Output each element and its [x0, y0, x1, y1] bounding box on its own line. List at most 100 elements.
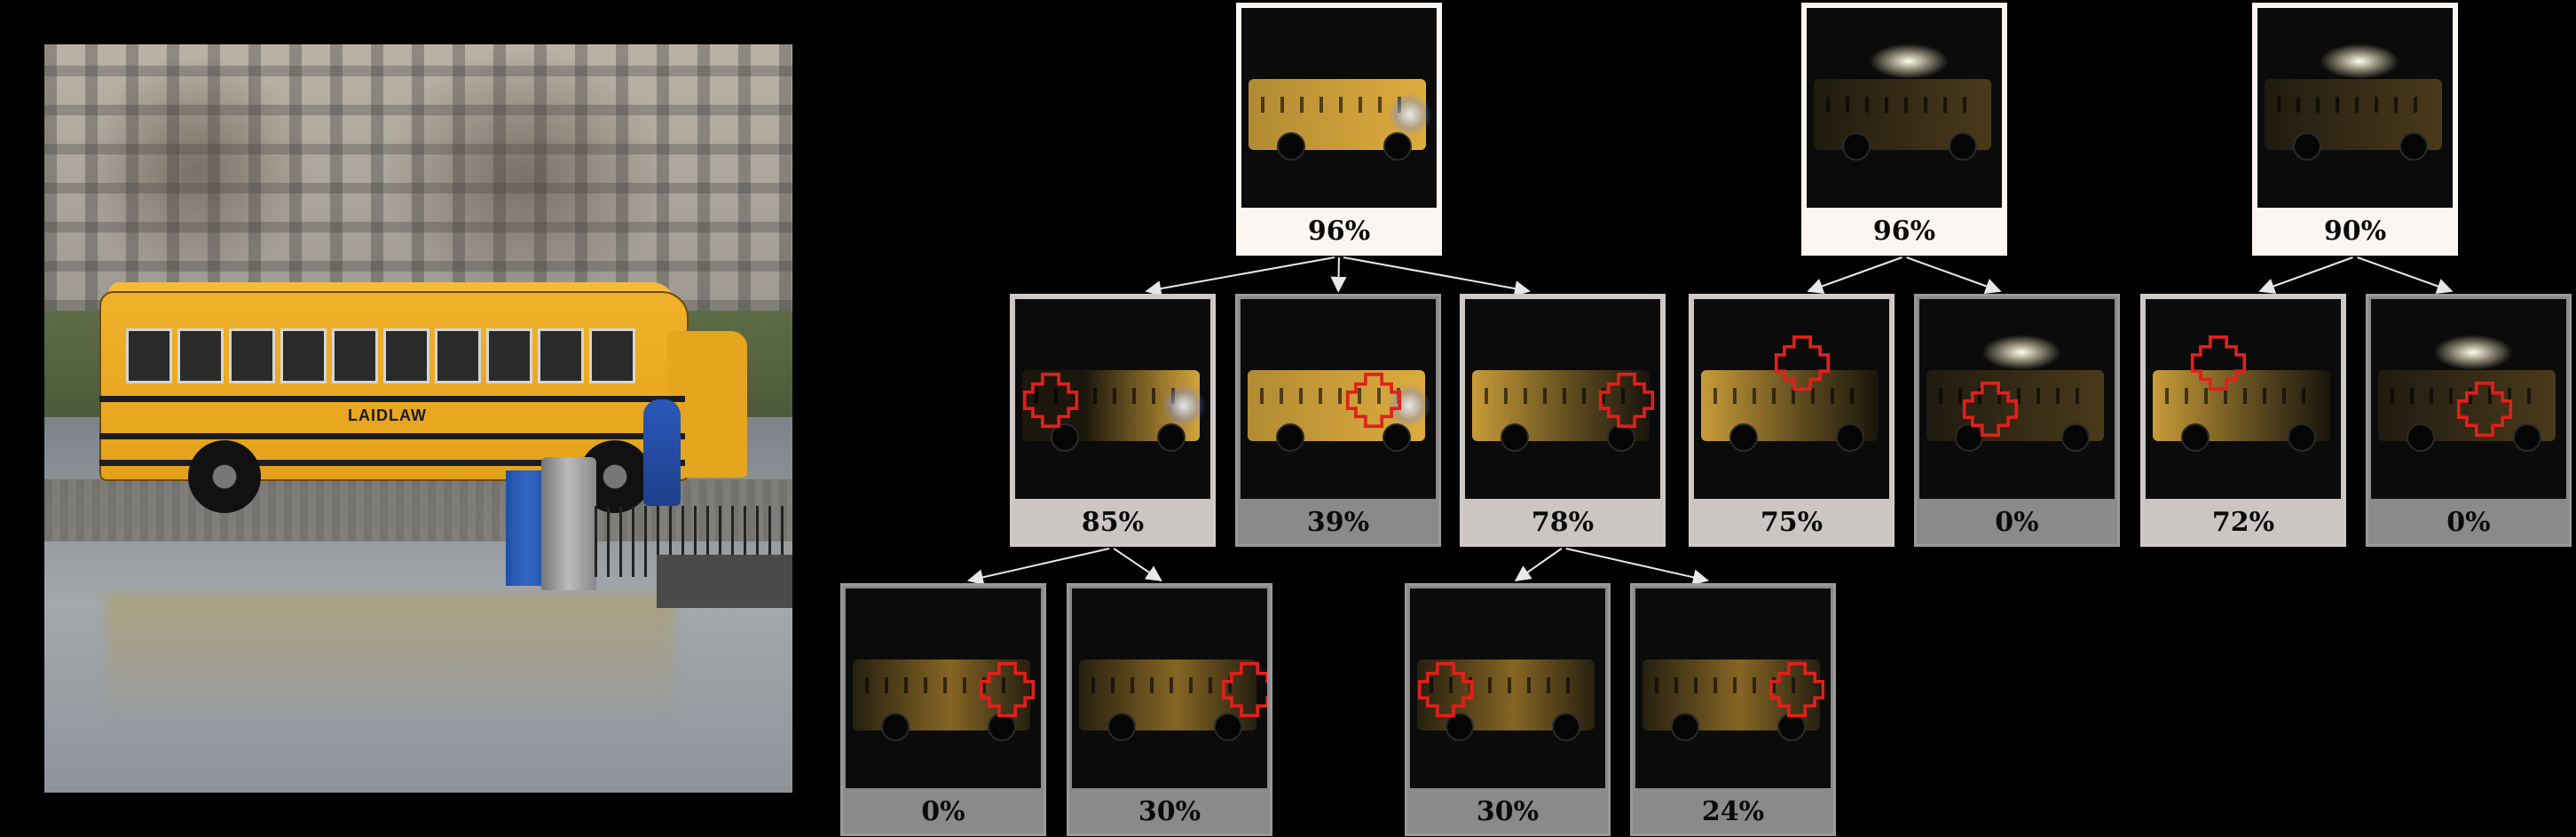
bus-wheel — [1955, 423, 1983, 452]
bus-stripe — [99, 433, 685, 439]
confidence-label: 0% — [1995, 507, 2039, 538]
node-card-c13: 78% — [1460, 294, 1666, 547]
input-photo: LAIDLAW — [44, 44, 792, 793]
masked-thumbnail — [2371, 299, 2566, 499]
bus-reflection — [106, 595, 674, 719]
bus-wheel — [1501, 423, 1529, 452]
bus-window — [280, 328, 327, 383]
edge-r2-c22 — [1906, 257, 2002, 294]
masked-thumbnail — [846, 588, 1041, 788]
confidence-label: 75% — [1760, 507, 1824, 538]
edge-r3-c32 — [2357, 257, 2454, 295]
confidence-label: 39% — [1306, 507, 1370, 538]
trash-can — [541, 457, 596, 590]
occlusion-mask-outline — [1221, 661, 1267, 718]
node-card-r1: 96% — [1236, 3, 1442, 256]
confidence-label: 0% — [921, 796, 965, 827]
bus-wheel — [1949, 132, 1977, 161]
occlusion-mask-outline — [2456, 381, 2513, 438]
confidence-label: 24% — [1701, 796, 1765, 827]
edge-r3-c31 — [2258, 257, 2353, 294]
bus-window — [435, 328, 481, 383]
node-card-c21: 75% — [1689, 294, 1895, 547]
bus-wheel — [988, 713, 1016, 741]
roof-glow — [1981, 335, 2061, 370]
bus-wheel — [1051, 423, 1079, 452]
edge-c11-g112 — [1113, 548, 1162, 582]
bus-windows — [1826, 97, 1977, 113]
bus-windows — [865, 677, 1016, 693]
node-card-g131: 30% — [1405, 583, 1611, 836]
node-card-g111: 0% — [840, 583, 1046, 836]
bus-wheel — [1607, 423, 1635, 452]
bus-windows — [1261, 97, 1412, 113]
node-card-r3: 90% — [2252, 3, 2458, 256]
front-glow — [1388, 92, 1432, 137]
bus-wheel — [1446, 713, 1474, 741]
bus-windows — [1655, 677, 1806, 693]
person-blue-coat — [643, 399, 681, 506]
bus-windows — [2277, 97, 2428, 113]
node-card-r2: 96% — [1801, 3, 2007, 256]
occlusion-mask-outline — [1769, 661, 1825, 718]
bus-window — [229, 328, 275, 383]
bus-stripe — [99, 460, 685, 466]
node-card-c22: 0% — [1914, 294, 2120, 547]
bus-wheel — [1671, 713, 1699, 741]
edge-c11-g111 — [966, 548, 1110, 586]
confidence-label: 78% — [1531, 507, 1595, 538]
bus-wheel — [881, 713, 910, 741]
occlusion-mask-outline — [1774, 335, 1831, 391]
masked-thumbnail — [1694, 299, 1889, 499]
occlusion-mask-outline — [1962, 381, 2019, 438]
masked-thumbnail — [1241, 8, 1437, 208]
bus-wheel — [1157, 423, 1186, 452]
bus-front — [667, 331, 747, 478]
occlusion-mask-outline — [1022, 372, 1079, 429]
bus-wheel — [1729, 423, 1758, 452]
bus-wheel — [2061, 423, 2090, 452]
occlusion-mask-outline — [1345, 372, 1402, 429]
bus-window — [177, 328, 224, 383]
node-card-g112: 30% — [1067, 583, 1272, 836]
node-card-c12: 39% — [1235, 294, 1441, 547]
bus-wheel — [2399, 132, 2428, 161]
confidence-label: 72% — [2211, 507, 2275, 538]
bus-wheel — [1214, 713, 1242, 741]
masked-thumbnail — [1015, 299, 1210, 499]
bus-wheel — [1777, 713, 1806, 741]
bus-windows — [1091, 677, 1242, 693]
masked-thumbnail — [2257, 8, 2453, 208]
confidence-label: 30% — [1138, 796, 1201, 827]
school-bus: LAIDLAW — [99, 282, 747, 513]
bus-wheel — [188, 440, 261, 513]
confidence-label: 30% — [1476, 796, 1540, 827]
bus-window — [332, 328, 378, 383]
bus-wheel — [1836, 423, 1864, 452]
bus-wheel — [2293, 132, 2321, 161]
bus-window — [383, 328, 429, 383]
masked-thumbnail — [2146, 299, 2341, 499]
bus-lettering: LAIDLAW — [348, 407, 427, 424]
masked-thumbnail — [1465, 299, 1660, 499]
masked-thumbnail — [1635, 588, 1831, 788]
edge-r1-c12 — [1330, 257, 1347, 293]
node-card-c31: 72% — [2140, 294, 2346, 547]
confidence-label: 96% — [1307, 216, 1371, 247]
bus-windows — [1260, 388, 1411, 404]
edge-r1-c13 — [1343, 257, 1531, 296]
edge-r1-c11 — [1145, 257, 1335, 296]
confidence-label: 85% — [1081, 507, 1145, 538]
masked-thumbnail — [1919, 299, 2115, 499]
roof-glow — [2320, 43, 2399, 79]
front-glow — [1162, 383, 1206, 428]
bus-windows — [1485, 388, 1635, 404]
low-wall — [657, 555, 792, 608]
masked-thumbnail — [1241, 299, 1436, 499]
bus-wheel — [1277, 132, 1305, 161]
bus-wheel — [2181, 423, 2210, 452]
bus-wheel — [2513, 423, 2541, 452]
bus-wheel — [1552, 713, 1580, 741]
confidence-label: 0% — [2446, 507, 2491, 538]
